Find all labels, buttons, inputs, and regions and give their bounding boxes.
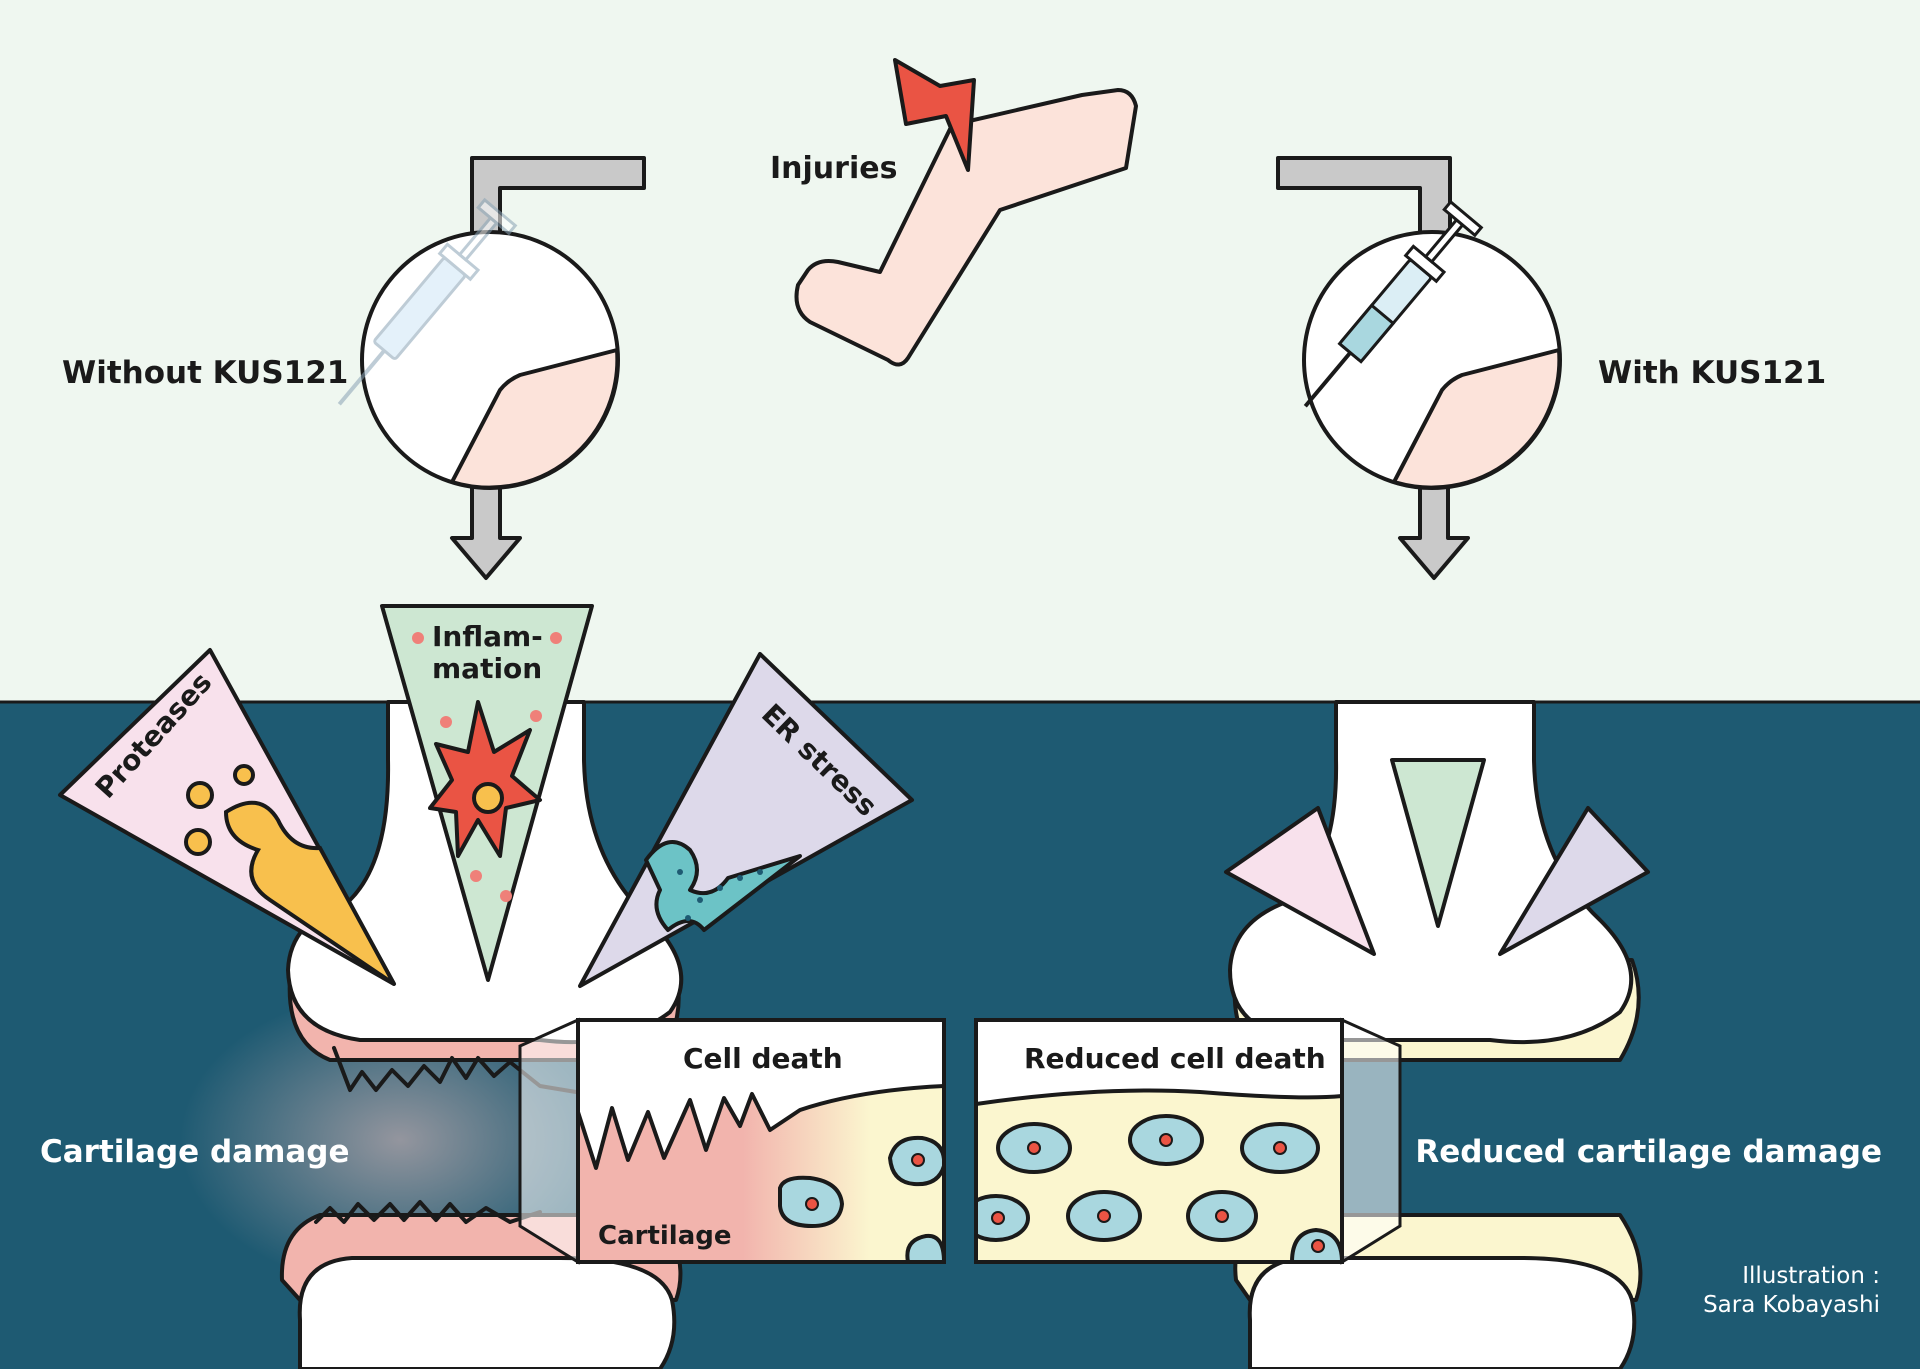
reduced-cell-death-label: Reduced cell death (1024, 1042, 1326, 1075)
right-syringe-icon (1303, 199, 1484, 408)
reduced-cartilage-damage-label: Reduced cartilage damage (1415, 1134, 1882, 1170)
healthy-cells (976, 1114, 1342, 1262)
left-syringe-icon (337, 197, 518, 406)
left-joint-circle (360, 230, 620, 490)
injured-leg-illustration (794, 58, 1138, 367)
cell-death-box (576, 1018, 946, 1264)
injury-bolt-icon (893, 58, 976, 172)
right-knee-joint (1224, 700, 1650, 1369)
cell-death-label: Cell death (683, 1042, 843, 1075)
damaged-cells (778, 1135, 944, 1262)
left-tibia (297, 1256, 677, 1369)
proteases-triangle (58, 648, 396, 986)
credit-line2: Sara Kobayashi (1703, 1292, 1880, 1318)
with-kus121-label: With KUS121 (1598, 355, 1826, 391)
cartilage-label: Cartilage (598, 1221, 732, 1251)
left-upper-cartilage-jagged (332, 1046, 602, 1098)
without-kus121-label: Without KUS121 (62, 355, 348, 391)
right-small-pink-triangle (1224, 806, 1376, 956)
injuries-label: Injuries (770, 151, 897, 186)
inflammation-label-line2: mation (432, 652, 542, 685)
leg-shape (794, 88, 1138, 367)
right-zoom-connector (1340, 1017, 1402, 1265)
cartilage-damage-label: Cartilage damage (40, 1134, 350, 1170)
left-zoom-connector (518, 1017, 580, 1265)
inflammation-triangle (380, 604, 594, 982)
right-small-lavender-triangle (1498, 806, 1650, 956)
right-small-green-triangle (1390, 758, 1486, 928)
credit-line1: Illustration : (1742, 1263, 1880, 1289)
right-tibia (1247, 1256, 1637, 1369)
reduced-cell-death-box (974, 1018, 1344, 1264)
inflammation-label-line1: Inflam- (432, 620, 543, 653)
right-joint-circle (1302, 230, 1562, 490)
left-lower-cartilage-jagged (314, 1200, 542, 1224)
er-stress-triangle (578, 652, 914, 988)
